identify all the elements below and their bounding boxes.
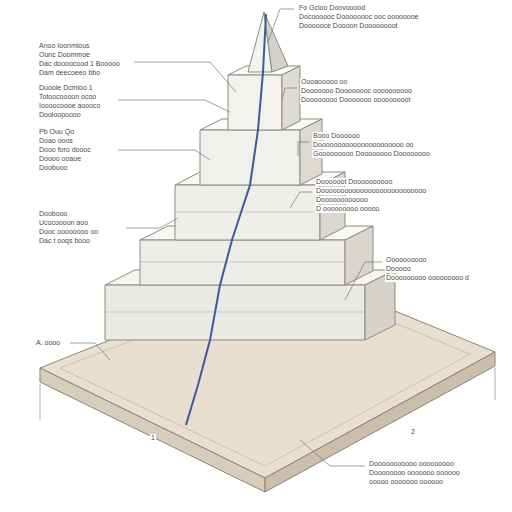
callout-label: Doooooooooooo — [315, 196, 369, 204]
callout-label: Doooo ooaoe — [38, 155, 82, 163]
callout-label: Doooooooo ooooooo oooooo — [368, 469, 461, 477]
leader-line — [70, 9, 382, 466]
callout-label: Totoocoooon ocoo — [38, 93, 97, 101]
callout-label: ooooo ooooooo oooooo — [368, 478, 444, 486]
callout-label: Dooooo — [385, 265, 412, 273]
callout-label: Booo Doooooo — [312, 132, 361, 140]
callout-label: Ioooocoooe aoooco — [38, 102, 102, 110]
callout-label: Pb Ouu Qo — [38, 128, 75, 136]
callout-label: Dooooooooo ooooooooo d — [385, 274, 470, 282]
callout-label: Ucocoooon aoo — [38, 219, 89, 227]
pyramid-tier — [228, 66, 300, 130]
sand-platform — [40, 268, 495, 492]
callout-label: Doooooooo Dooooooo ooooooooot — [300, 96, 411, 104]
callout-label: D ooooooooo ooooo — [315, 205, 380, 213]
callout-label: Oooaooooo oo — [300, 78, 348, 86]
callout-label: Dac doooocood 1 Booooo — [38, 60, 121, 68]
callout-label: Doooooce Doooon Doooooooot — [298, 22, 398, 30]
dimension-line — [40, 368, 495, 420]
callout-label: Oooooooooo — [385, 256, 427, 264]
callout-label: Dooooooooooooooooooooooooooo — [315, 187, 427, 195]
callout-label: Doao ooos — [38, 137, 74, 145]
callout-label: A. oooo — [35, 339, 61, 347]
callout-label: Anoo Ioonmious — [38, 42, 91, 50]
callout-label: Dooloopoooo — [38, 111, 82, 119]
callout-label: Duooie Dcmioo 1 — [38, 84, 94, 92]
callout-label: 2 — [410, 428, 416, 436]
callout-label: Doooooot Doooooooooo — [315, 178, 393, 186]
callout-label: Ounc Doommoe — [38, 51, 91, 59]
callout-label: Dooo foro doooc — [38, 146, 92, 154]
callout-label: Dooc oooooooo oo — [38, 228, 99, 236]
callout-label: Gooooooooo Doooooooo Doooooooo — [312, 150, 431, 158]
callout-label: Docoooooc Doooooooc ooc oooooooe — [298, 13, 420, 21]
blue-line — [186, 14, 266, 425]
callout-label: 1 — [150, 434, 156, 442]
callout-label: Dam deecoeeo bbo — [38, 69, 101, 77]
callout-label: Doooooooooooooooooooooo oo — [312, 141, 414, 149]
callout-label: Doobooo — [38, 210, 68, 218]
callout-label: Fo Gcioo Doovooood — [298, 4, 366, 12]
callout-label: Dac t ooqs booo — [38, 237, 91, 245]
callout-label: Dooooooo Doooooooc oooooooooo — [300, 87, 413, 95]
callout-label: Doobuoo — [38, 164, 68, 172]
callout-label: Dooooooooooo ooooooooo — [368, 460, 455, 468]
